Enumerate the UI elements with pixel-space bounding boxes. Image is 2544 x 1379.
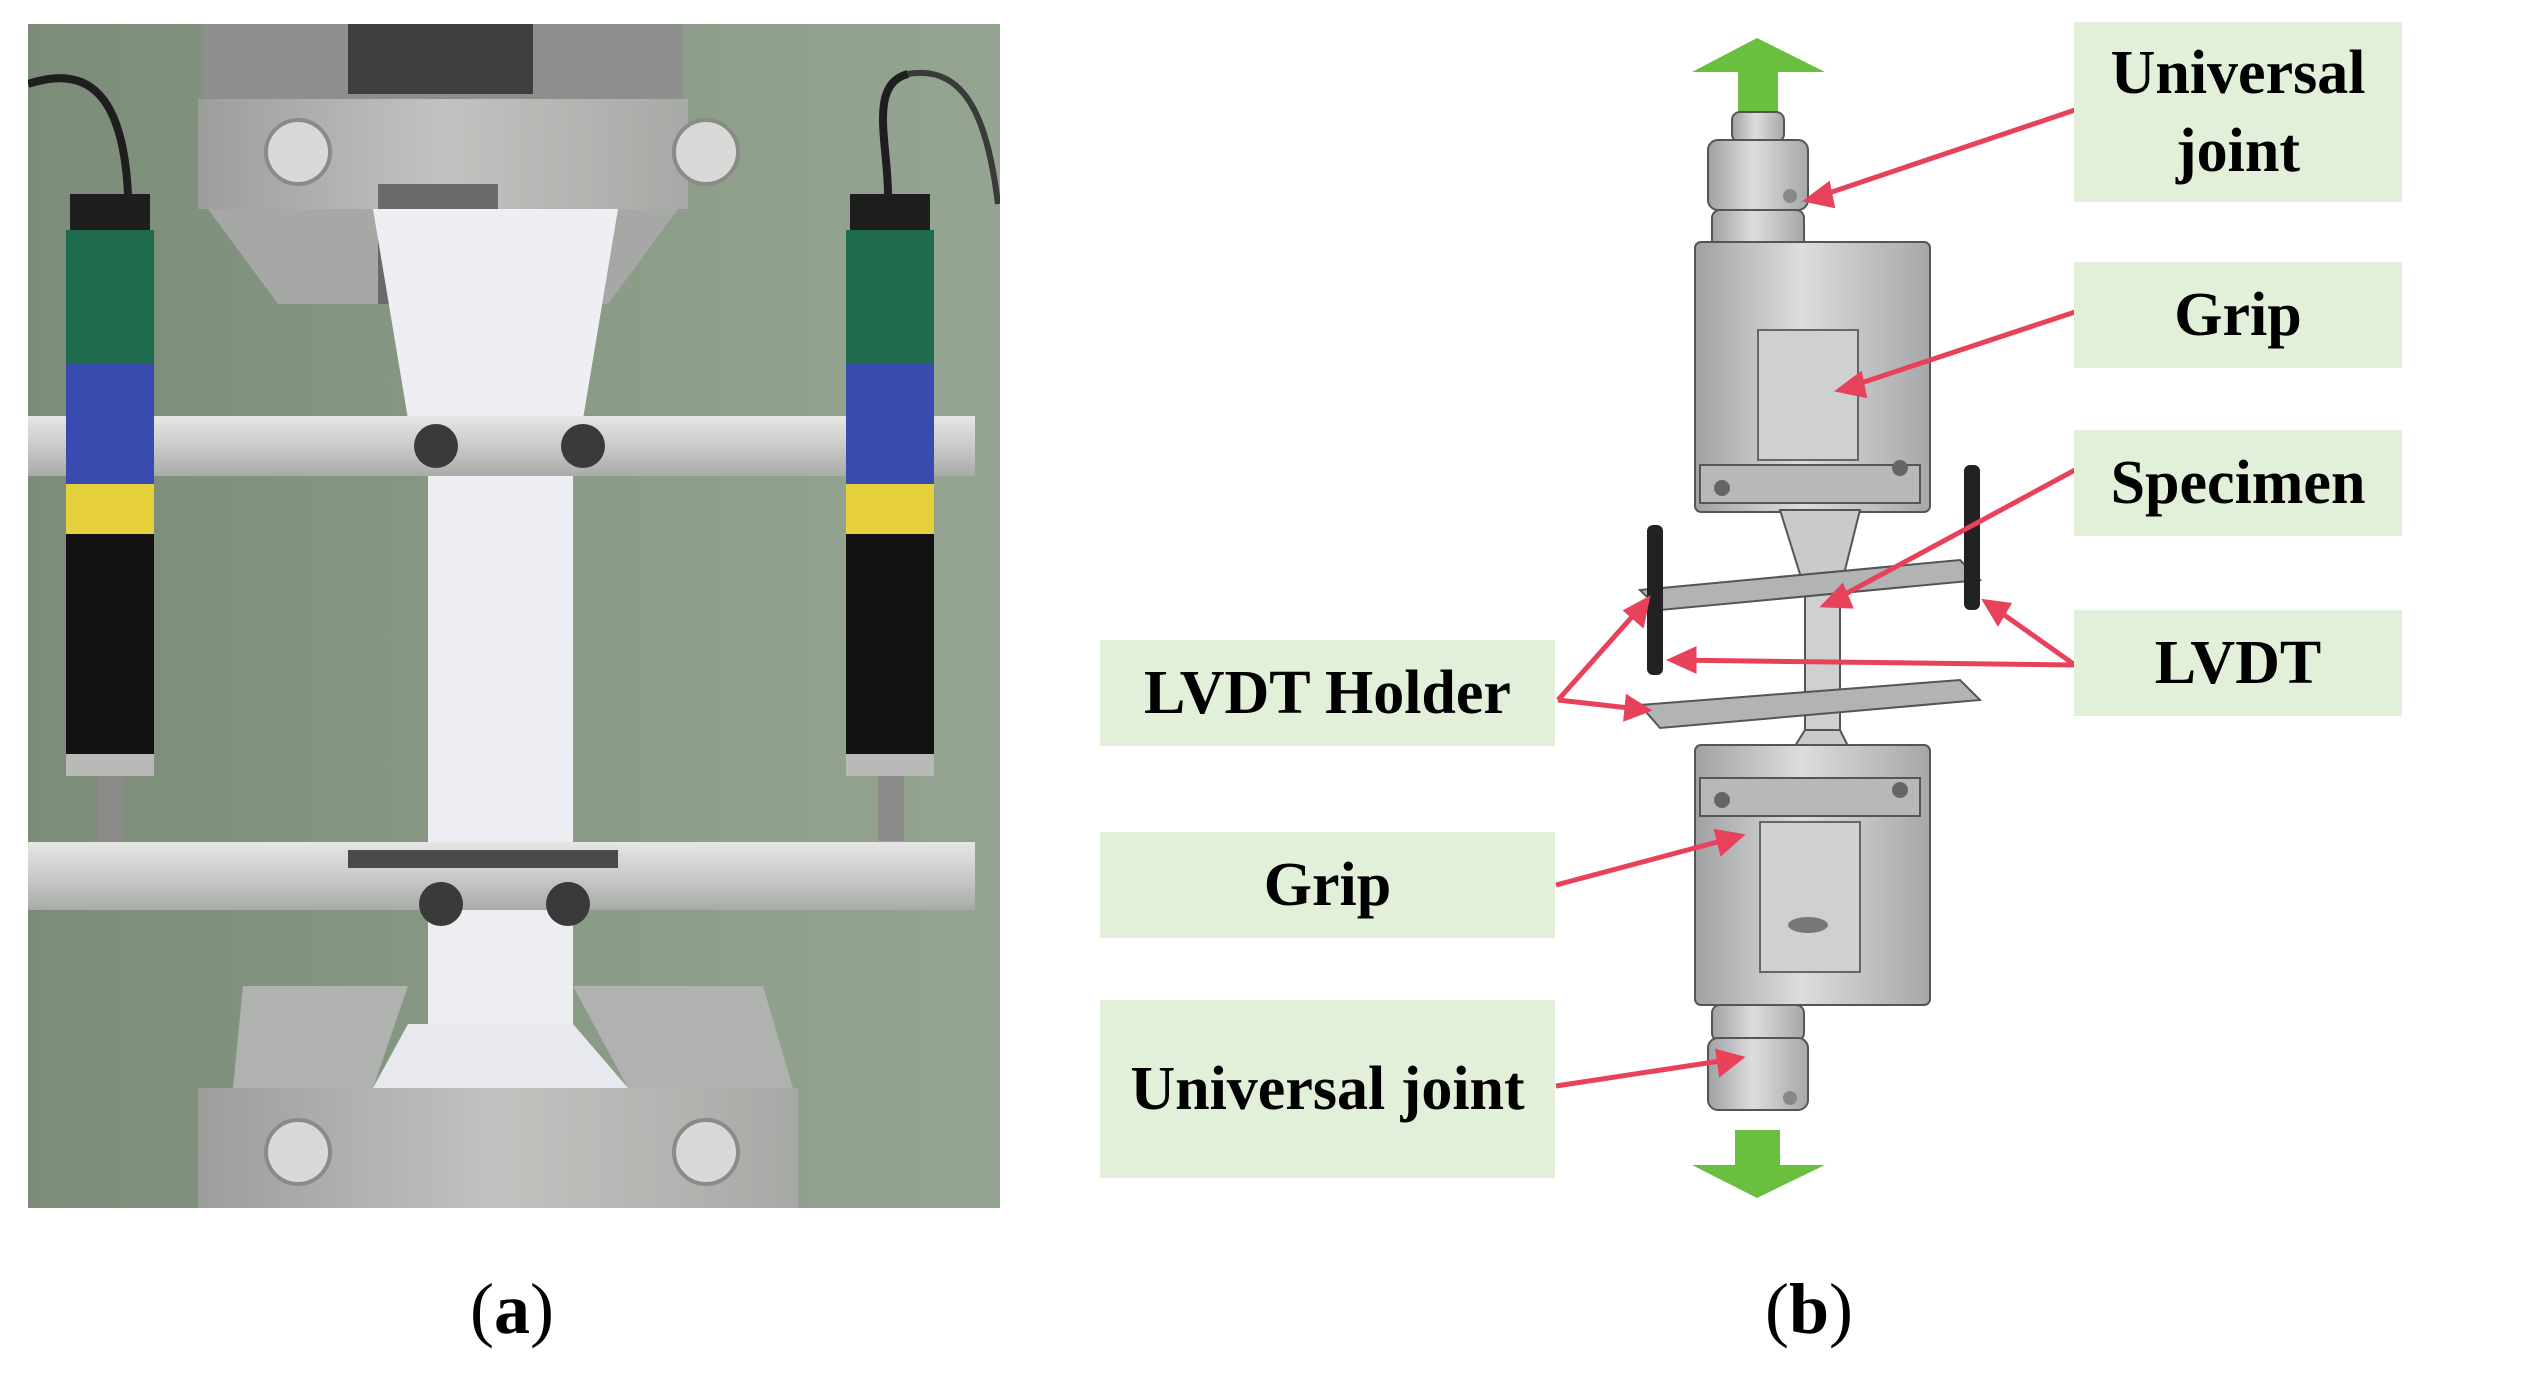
label-universal-joint-top: Universal joint xyxy=(2074,22,2402,202)
load-arrow-down-shaft xyxy=(1735,1130,1780,1166)
load-arrow-up-shaft xyxy=(1738,72,1778,114)
label-lvdt-holder: LVDT Holder xyxy=(1100,640,1555,746)
label-grip-bottom: Grip xyxy=(1100,832,1555,938)
label-lvdt: LVDT xyxy=(2074,610,2402,716)
schematic-drawing xyxy=(1555,38,2077,1198)
test-setup-photo xyxy=(28,24,1000,1208)
load-arrow-down xyxy=(1692,1165,1825,1198)
leader-lines xyxy=(1555,107,2077,1089)
caption-a: (a) xyxy=(470,1269,554,1349)
label-specimen: Specimen xyxy=(2074,430,2402,536)
label-universal-joint-bottom: Universal joint xyxy=(1100,1000,1555,1178)
load-arrow-up xyxy=(1692,38,1825,72)
caption-b: (b) xyxy=(1765,1269,1854,1349)
test-setup-schematic: Universal joint Grip Specimen LVDT LVDT … xyxy=(1080,0,2544,1230)
label-grip-top: Grip xyxy=(2074,262,2402,368)
